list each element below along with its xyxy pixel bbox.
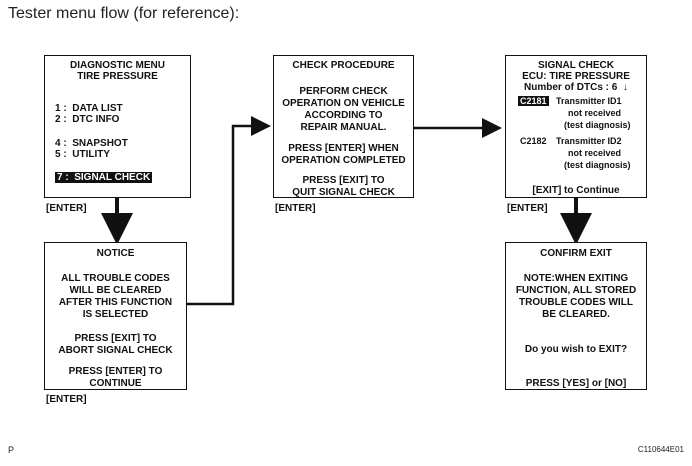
menu-item-snapshot[interactable]: 4 : SNAPSHOT — [55, 138, 128, 149]
signal-check-screen: SIGNAL CHECK ECU: TIRE PRESSURE Number o… — [505, 55, 647, 198]
confirm-exit-screen: CONFIRM EXIT NOTE:WHEN EXITING FUNCTION,… — [505, 242, 647, 390]
scroll-down-arrow-icon: ↓ — [622, 82, 628, 93]
menu-item-label: DATA LIST — [72, 103, 123, 114]
procedure-title: CHECK PROCEDURE — [292, 60, 395, 71]
dtc-code-selected[interactable]: C2181 — [518, 96, 549, 106]
menu-subtitle: TIRE PRESSURE — [77, 71, 158, 82]
notice-line: ABORT SIGNAL CHECK — [58, 345, 173, 356]
menu-item-utility[interactable]: 5 : UTILITY — [55, 149, 110, 160]
confirm-exit-title: CONFIRM EXIT — [540, 248, 612, 259]
menu-item-num: 2 : — [55, 114, 67, 125]
notice-line: WILL BE CLEARED — [69, 285, 162, 296]
notice-line: ALL TROUBLE CODES — [61, 273, 170, 284]
confirm-exit-line: BE CLEARED. — [542, 309, 610, 320]
confirm-exit-line: TROUBLE CODES WILL — [519, 297, 633, 308]
confirm-exit-line: NOTE:WHEN EXITING — [523, 273, 629, 284]
signal-check-ecu: ECU: TIRE PRESSURE — [522, 71, 630, 82]
dtc-description: Transmitter ID1 — [556, 96, 622, 106]
footer-page-letter: P — [8, 445, 15, 455]
notice-title: NOTICE — [96, 248, 135, 259]
menu-item-num: 7 : — [57, 172, 69, 183]
menu-item-num: 5 : — [55, 149, 67, 160]
menu-item-label: SIGNAL CHECK — [74, 172, 151, 183]
notice-line: IS SELECTED — [82, 309, 149, 320]
footer-figure-id: C110644E01 — [637, 445, 684, 454]
menu-title: DIAGNOSTIC MENU — [70, 60, 165, 71]
exit-to-continue: [EXIT] to Continue — [532, 185, 620, 196]
enter-key-label: [ENTER] — [507, 203, 548, 214]
menu-item-data-list[interactable]: 1 : DATA LIST — [55, 103, 123, 114]
procedure-line: QUIT SIGNAL CHECK — [292, 187, 395, 198]
menu-item-label: SNAPSHOT — [72, 138, 128, 149]
procedure-line: PRESS [ENTER] WHEN — [288, 143, 399, 154]
signal-check-title: SIGNAL CHECK — [538, 60, 614, 71]
dtc-count: Number of DTCs : 6 ↓ — [524, 82, 628, 93]
dtc-description: Transmitter ID2 — [556, 136, 622, 146]
dtc-description: not received — [568, 108, 622, 118]
menu-item-num: 1 : — [55, 103, 67, 114]
procedure-line: PERFORM CHECK — [299, 86, 388, 97]
notice-line: PRESS [ENTER] TO — [68, 366, 163, 377]
dtc-description: (test diagnosis) — [564, 160, 631, 170]
enter-key-label: [ENTER] — [46, 203, 87, 214]
menu-item-dtc-info[interactable]: 2 : DTC INFO — [55, 114, 119, 125]
procedure-line: OPERATION COMPLETED — [281, 155, 406, 166]
confirm-exit-options: PRESS [YES] or [NO] — [525, 378, 627, 389]
notice-screen: NOTICE ALL TROUBLE CODES WILL BE CLEARED… — [44, 242, 187, 390]
procedure-line: REPAIR MANUAL. — [300, 122, 387, 133]
page-heading: Tester menu flow (for reference): — [8, 5, 240, 22]
procedure-line: PRESS [EXIT] TO — [302, 175, 385, 186]
enter-key-label: [ENTER] — [275, 203, 316, 214]
dtc-description: not received — [568, 148, 622, 158]
notice-line: CONTINUE — [89, 378, 142, 389]
notice-line: PRESS [EXIT] TO — [74, 333, 157, 344]
notice-line: AFTER THIS FUNCTION — [58, 297, 173, 308]
menu-item-signal-check-selected[interactable]: 7 : SIGNAL CHECK — [55, 172, 153, 183]
menu-item-label: UTILITY — [72, 149, 111, 160]
diagnostic-menu-screen: DIAGNOSTIC MENU TIRE PRESSURE 1 : DATA L… — [44, 55, 191, 198]
confirm-exit-line: FUNCTION, ALL STORED — [515, 285, 637, 296]
dtc-count-text: Number of DTCs : 6 — [524, 82, 618, 93]
confirm-exit-question: Do you wish to EXIT? — [524, 344, 628, 355]
dtc-description: (test diagnosis) — [564, 120, 631, 130]
menu-item-label: DTC INFO — [72, 114, 120, 125]
menu-item-num: 4 : — [55, 138, 67, 149]
enter-key-label: [ENTER] — [46, 394, 87, 405]
procedure-line: OPERATION ON VEHICLE — [282, 98, 405, 109]
arrow-notice-to-procedure — [186, 116, 271, 306]
procedure-line: ACCORDING TO — [304, 110, 383, 121]
dtc-code[interactable]: C2182 — [520, 136, 547, 146]
check-procedure-screen: CHECK PROCEDURE PERFORM CHECK OPERATION … — [273, 55, 414, 198]
